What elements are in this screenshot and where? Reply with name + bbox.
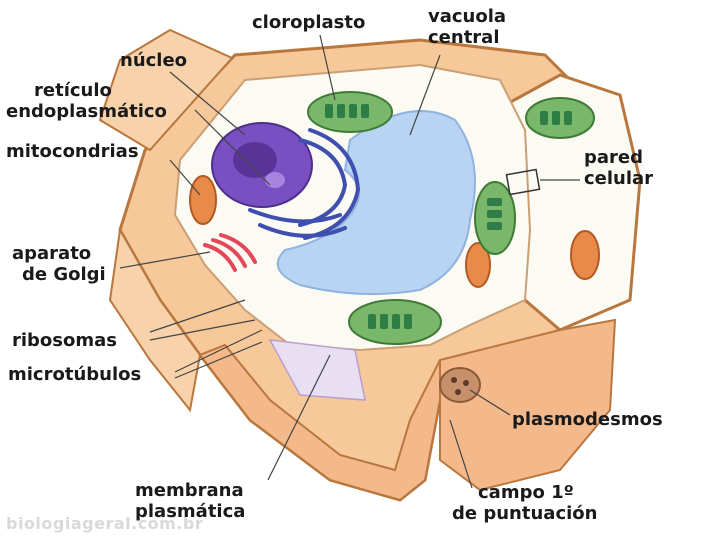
label-central-vacuole: vacuola central bbox=[428, 6, 506, 48]
label-microtubules: microtúbulos bbox=[8, 364, 141, 385]
nucleus bbox=[212, 123, 312, 207]
label-golgi-apparatus: aparato de Golgi bbox=[12, 243, 106, 285]
label-nucleus: núcleo bbox=[120, 50, 187, 71]
label-chloroplast: cloroplasto bbox=[252, 12, 365, 33]
plasmodesmata bbox=[440, 368, 480, 402]
label-mitochondria: mitocondrias bbox=[6, 141, 139, 162]
label-cell-wall: pared celular bbox=[584, 147, 653, 189]
label-ribosomes: ribosomas bbox=[12, 330, 117, 351]
label-endoplasmic-reticulum: retículo endoplasmático bbox=[6, 80, 167, 122]
label-primary-pit-field: campo 1º de puntuación bbox=[452, 482, 597, 524]
label-plasmodesmata: plasmodesmos bbox=[512, 409, 663, 430]
watermark-text: biologiageral.com.br bbox=[6, 514, 203, 533]
